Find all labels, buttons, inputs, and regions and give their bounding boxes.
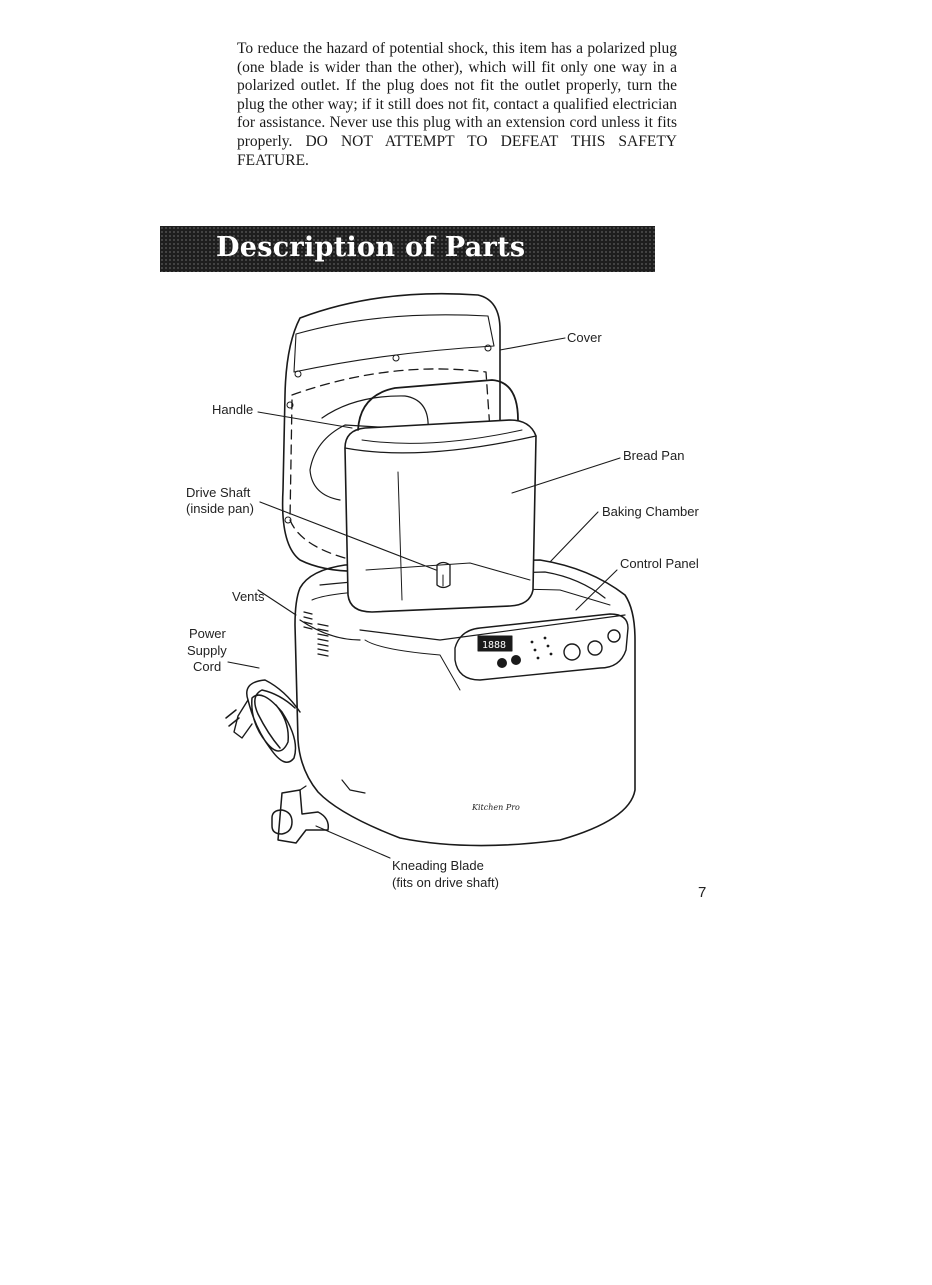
power-cord: [225, 679, 301, 763]
label-kneading-blade: Kneading Blade: [392, 858, 484, 873]
label-vents: Vents: [232, 589, 265, 604]
label-power: Power: [189, 626, 227, 641]
control-panel: [454, 613, 629, 681]
label-drive-shaft-note: (inside pan): [186, 501, 254, 516]
label-supply: Supply: [187, 643, 227, 658]
kneading-blade: [271, 785, 330, 844]
label-kneading-blade-note: (fits on drive shaft): [392, 875, 499, 890]
bread-pan: [344, 379, 537, 613]
label-cover: Cover: [567, 330, 602, 345]
page-number: 7: [698, 884, 707, 901]
label-bread-pan: Bread Pan: [623, 448, 684, 463]
label-handle: Handle: [212, 402, 253, 417]
label-control-panel: Control Panel: [620, 556, 699, 571]
label-drive-shaft: Drive Shaft: [186, 485, 251, 500]
safety-paragraph: To reduce the hazard of potential shock,…: [237, 40, 677, 169]
label-baking-chamber: Baking Chamber: [602, 504, 699, 519]
display-readout: 1888: [482, 640, 506, 651]
section-banner: Description of Parts: [160, 226, 655, 272]
leader-lines: [227, 337, 621, 859]
section-title: Description of Parts: [216, 232, 526, 263]
brand-logo: Kitchen Pro: [471, 803, 520, 812]
label-cord: Cord: [193, 659, 221, 674]
